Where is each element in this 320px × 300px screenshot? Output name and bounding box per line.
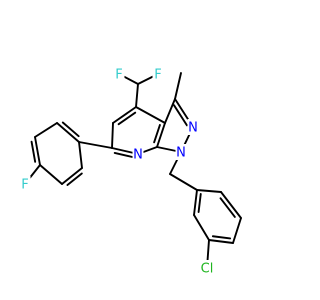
bond-Fp6-Fp1 <box>78 141 83 169</box>
atom-F-difluoromethyl-2: F <box>154 68 161 83</box>
atom-label-background <box>19 176 31 192</box>
bond-C4-CHF2 <box>135 83 139 108</box>
bond-C5-C4-inner <box>117 111 137 126</box>
bond-C4-C3a <box>135 106 166 124</box>
bond-Fp3-Fp4-inner <box>30 140 37 163</box>
bond-Cp4-Cp5 <box>232 217 242 244</box>
bond-N7-C6-inner <box>113 151 135 159</box>
bond-C3a-C3 <box>164 98 176 124</box>
bond-Fp4-Fp5 <box>39 164 63 185</box>
atom-label-background <box>187 119 199 135</box>
atom-N-pyrazole-2: N <box>188 121 198 136</box>
atom-label-background <box>175 144 187 160</box>
bond-Fp3-Fp4 <box>34 136 41 166</box>
bond-C5-C4 <box>112 106 137 124</box>
bond-Cp2-Cp3 <box>193 214 210 241</box>
atom-label-background <box>198 260 216 276</box>
atom-Cl-meta-chlorophenyl: Cl <box>201 262 214 277</box>
bond-C7a-C3a <box>156 122 166 148</box>
bond-Fp1-Fp2-inner <box>61 121 80 138</box>
atom-N-pyrazole-1: N <box>176 146 186 161</box>
bond-Fp5-Fp6 <box>61 167 83 185</box>
bond-Fp2-Fp3 <box>34 122 58 138</box>
bond-C3-N2-inner <box>173 104 188 127</box>
atom-N-pyridine: N <box>133 148 143 163</box>
bond-C3-Me <box>174 72 182 100</box>
bond-mC1-Cp2 <box>193 189 198 216</box>
bond-mC1-Cp2-inner <box>197 193 202 213</box>
bond-Fp5-Fp6-inner <box>66 172 83 186</box>
atom-label-background <box>152 66 164 82</box>
bond-Cp5-Cp6-inner <box>219 197 236 218</box>
atom-label-background <box>132 146 144 162</box>
atom-F-difluoromethyl-1: F <box>115 68 122 83</box>
bond-Cp3-Cp4 <box>208 239 234 244</box>
bond-Cp3-Cp4-inner <box>211 235 232 240</box>
bond-layer <box>24 72 242 269</box>
bond-Cp5-Cp6 <box>220 191 242 219</box>
bond-C6-C5 <box>111 122 114 149</box>
bond-C6-Fp1 <box>78 141 113 149</box>
atom-label-background <box>113 66 125 82</box>
atom-F-para-fluorophenyl: F <box>21 178 28 193</box>
bond-C7a-C3a-inner <box>153 124 161 144</box>
bond-CH2-mC1 <box>169 173 198 191</box>
bond-Cp6-mC1 <box>196 189 222 193</box>
bond-Fp1-Fp2 <box>56 122 80 143</box>
